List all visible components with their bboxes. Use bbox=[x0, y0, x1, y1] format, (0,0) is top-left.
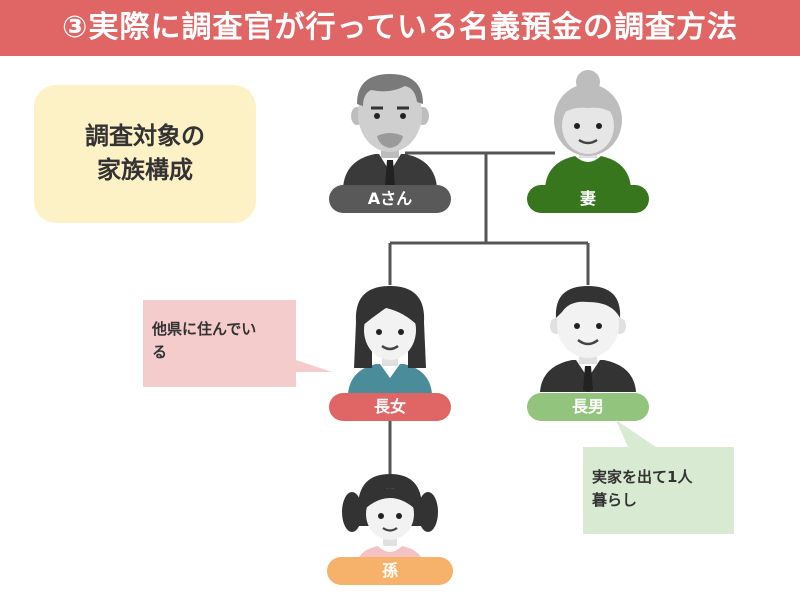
family-box-line1: 調査対象の bbox=[85, 122, 205, 151]
a-san-label: Aさん bbox=[329, 185, 451, 213]
daughter-note-line1: 他県に住んでい bbox=[152, 320, 257, 338]
daughter-note: 他県に住んでい る bbox=[152, 318, 294, 363]
wife-avatar-icon bbox=[545, 70, 631, 188]
son-note-line2: 暮らし bbox=[592, 490, 638, 509]
grandchild-label: 孫 bbox=[327, 557, 453, 585]
son-label: 長男 bbox=[527, 393, 649, 421]
a-san-avatar-icon bbox=[343, 74, 437, 188]
page-title: ③実際に調査官が行っている名義預金の調査方法 bbox=[0, 0, 800, 56]
son-avatar-icon bbox=[540, 286, 636, 392]
daughter-label: 長女 bbox=[329, 393, 451, 421]
daughter-note-line2: る bbox=[152, 342, 168, 361]
daughter-avatar-icon bbox=[348, 286, 432, 394]
grandchild-avatar-icon bbox=[342, 474, 438, 566]
family-structure-box: 調査対象の 家族構成 bbox=[34, 85, 256, 223]
son-note-line1: 実家を出て1人 bbox=[592, 468, 693, 486]
family-box-line2: 家族構成 bbox=[97, 156, 193, 184]
wife-label: 妻 bbox=[527, 185, 649, 213]
son-note: 実家を出て1人 暮らし bbox=[592, 466, 732, 511]
